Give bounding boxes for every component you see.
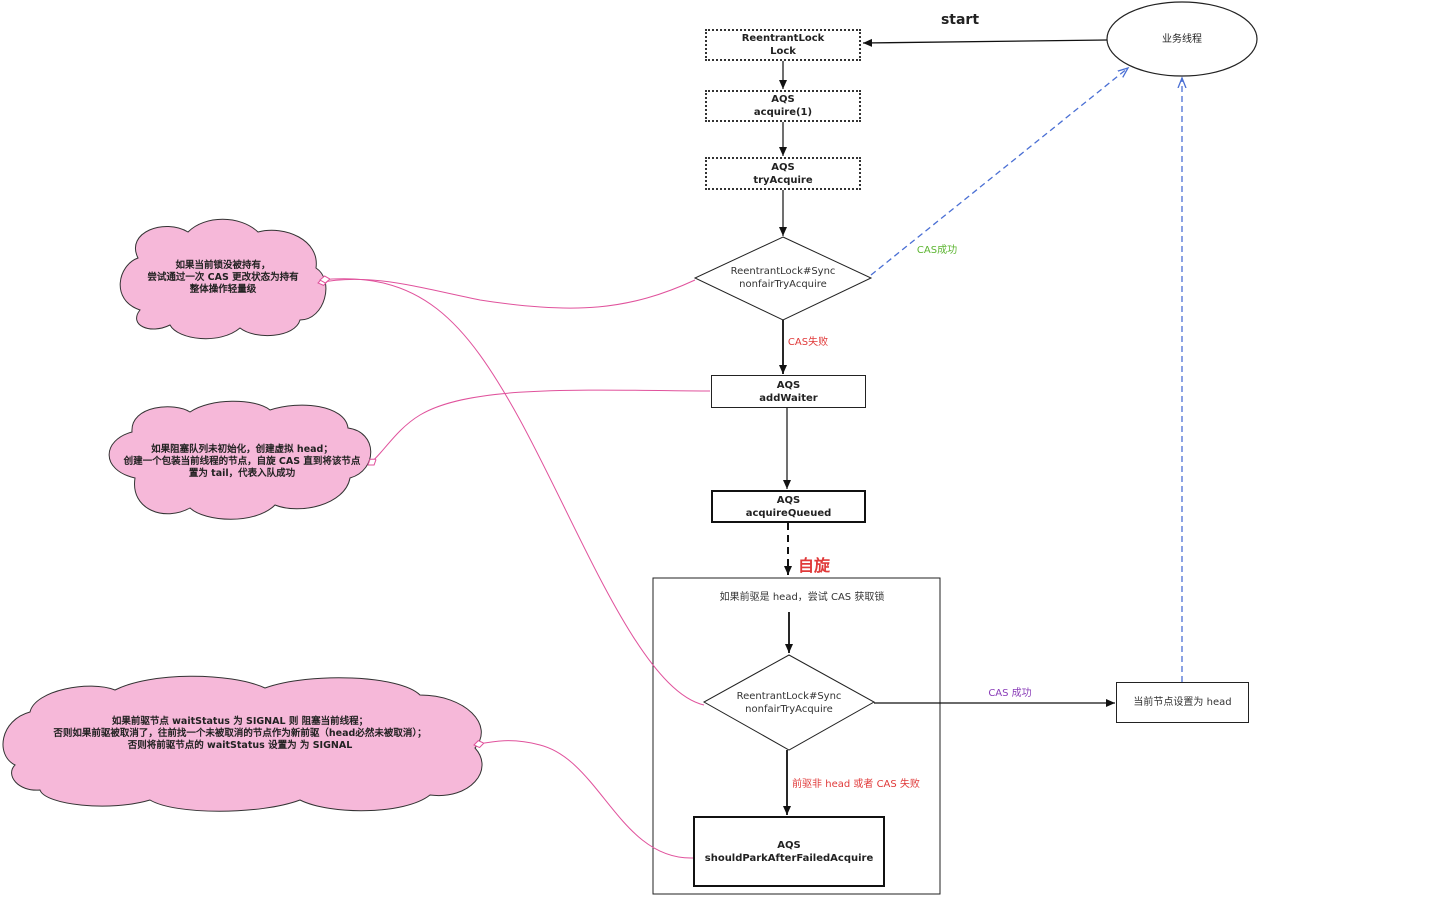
lock-node-line2: Lock xyxy=(770,46,796,57)
note1-connector xyxy=(318,279,696,309)
add-waiter-node[interactable]: AQS addWaiter xyxy=(711,375,866,408)
nonfair1-line1: ReentrantLock#Sync xyxy=(730,266,836,277)
add-waiter-line1: AQS xyxy=(776,379,801,391)
acquire-queued-line1: AQS xyxy=(776,494,801,506)
nonfair2-label: ReentrantLock#Sync nonfairTryAcquire xyxy=(719,690,859,716)
note2-text: 如果阻塞队列未初始化，创建虚拟 head； 创建一个包装当前线程的节点，自旋 C… xyxy=(100,444,384,480)
decision-diamond-2 xyxy=(702,654,876,751)
acquire-queued-node[interactable]: AQS acquireQueued xyxy=(711,490,866,523)
edge-cas-success-1 xyxy=(870,68,1128,276)
business-thread-label: 业务线程 xyxy=(1162,34,1202,45)
note2-connector xyxy=(368,389,711,465)
nonfair2-line2: nonfairTryAcquire xyxy=(745,704,833,715)
nonfair1-label: ReentrantLock#Sync nonfairTryAcquire xyxy=(713,265,853,291)
start-label: start xyxy=(940,12,980,28)
note2-line3: 置为 tail，代表入队成功 xyxy=(188,468,296,479)
edge-start xyxy=(862,38,1108,47)
cas-success-label-2: CAS 成功 xyxy=(988,688,1032,699)
should-park-node[interactable]: AQS shouldParkAfterFailedAcquire xyxy=(693,816,885,887)
note-cloud-2 xyxy=(108,400,372,520)
try-cas-if-head-label: 如果前驱是 head，尝试 CAS 获取锁 xyxy=(719,592,885,603)
note3-line3: 否则将前驱节点的 waitStatus 设置为 为 SIGNAL xyxy=(127,740,353,751)
acquire-node-line2: acquire(1) xyxy=(753,107,813,118)
cas-success-label-1: CAS成功 xyxy=(916,245,958,256)
note3-text: 如果前驱节点 waitStatus 为 SIGNAL 则 阻塞当前线程； 否则如… xyxy=(20,716,460,752)
note2-line2: 创建一个包装当前线程的节点，自旋 CAS 直到将该节点 xyxy=(123,456,361,467)
note-cloud-1 xyxy=(119,218,327,340)
acquire-queued-line2: acquireQueued xyxy=(745,507,832,519)
note3-line1: 如果前驱节点 waitStatus 为 SIGNAL 则 阻塞当前线程； xyxy=(111,716,369,727)
set-head-label: 当前节点设置为 head xyxy=(1133,697,1232,708)
spin-label: 自旋 xyxy=(797,556,830,575)
try-acquire-node-line1: AQS xyxy=(771,161,795,173)
note1-line2: 尝试通过一次 CAS 更改状态为持有 xyxy=(147,272,299,283)
note1-connector-2 xyxy=(320,279,705,706)
note1-line3: 整体操作轻量级 xyxy=(189,284,257,295)
spin-region xyxy=(652,577,941,895)
add-waiter-line2: addWaiter xyxy=(759,392,818,404)
pred-not-head-label: 前驱非 head 或者 CAS 失败 xyxy=(792,779,920,790)
note1-line1: 如果当前锁没被持有， xyxy=(175,260,271,271)
should-park-line1: AQS xyxy=(777,839,801,851)
try-acquire-node-line2: tryAcquire xyxy=(753,174,813,186)
note3-connector xyxy=(474,741,694,859)
should-park-line2: shouldParkAfterFailedAcquire xyxy=(704,852,874,864)
nonfair1-line2: nonfairTryAcquire xyxy=(739,279,827,290)
note3-line2: 否则如果前驱被取消了，往前找一个未被取消的节点作为新前驱（head必然未被取消）… xyxy=(53,728,427,739)
acquire-node-line1: AQS xyxy=(771,94,795,105)
nonfair2-line1: ReentrantLock#Sync xyxy=(736,691,842,702)
note1-text: 如果当前锁没被持有， 尝试通过一次 CAS 更改状态为持有 整体操作轻量级 xyxy=(110,260,336,296)
business-thread-ellipse xyxy=(1106,1,1258,77)
cas-fail-label: CAS失败 xyxy=(787,337,829,348)
lock-node[interactable]: ReentrantLock Lock xyxy=(705,29,861,61)
note2-line1: 如果阻塞队列未初始化，创建虚拟 head； xyxy=(151,444,333,455)
acquire-node[interactable]: AQS acquire(1) xyxy=(705,90,861,122)
set-head-node[interactable]: 当前节点设置为 head xyxy=(1116,682,1249,723)
lock-node-line1: ReentrantLock xyxy=(741,33,825,44)
try-acquire-node[interactable]: AQS tryAcquire xyxy=(705,157,861,190)
